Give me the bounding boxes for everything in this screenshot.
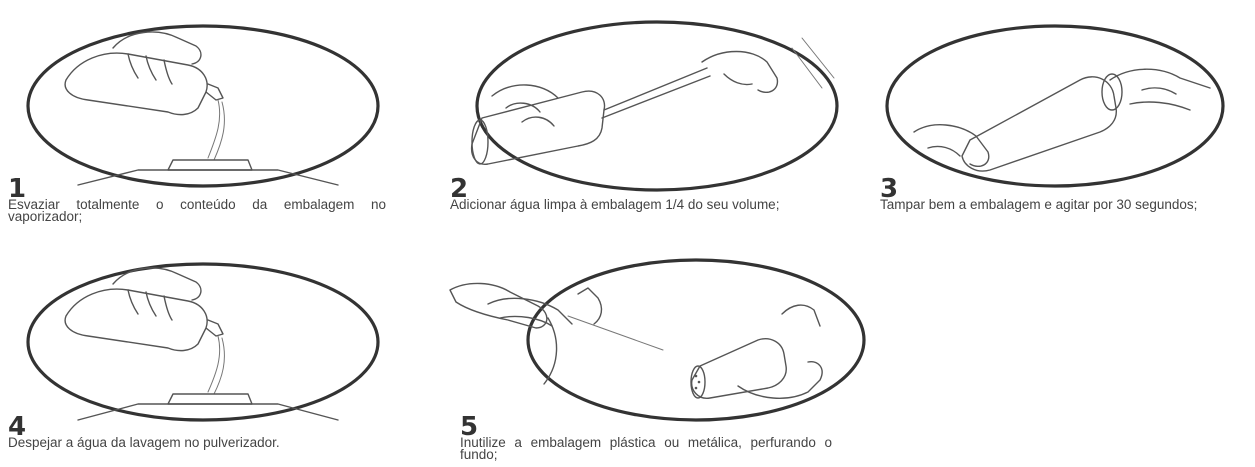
add-water-icon (462, 18, 862, 193)
step-description: Esvaziar totalmente o conteúdo da embala… (8, 199, 386, 223)
shake-container-icon (880, 20, 1250, 190)
step-description: Tampar bem a embalagem e agitar por 30 s… (880, 199, 1250, 211)
puncture-container-icon (448, 254, 868, 428)
pour-container-icon (18, 20, 388, 190)
step-description: Adicionar água limpa à embalagem 1/4 do … (450, 199, 826, 211)
pour-rinse-water-icon (18, 258, 388, 424)
step-description: Inutilize a embalagem plástica ou metáli… (460, 437, 832, 461)
step-description: Despejar a água da lavagem no pulverizad… (8, 437, 386, 449)
